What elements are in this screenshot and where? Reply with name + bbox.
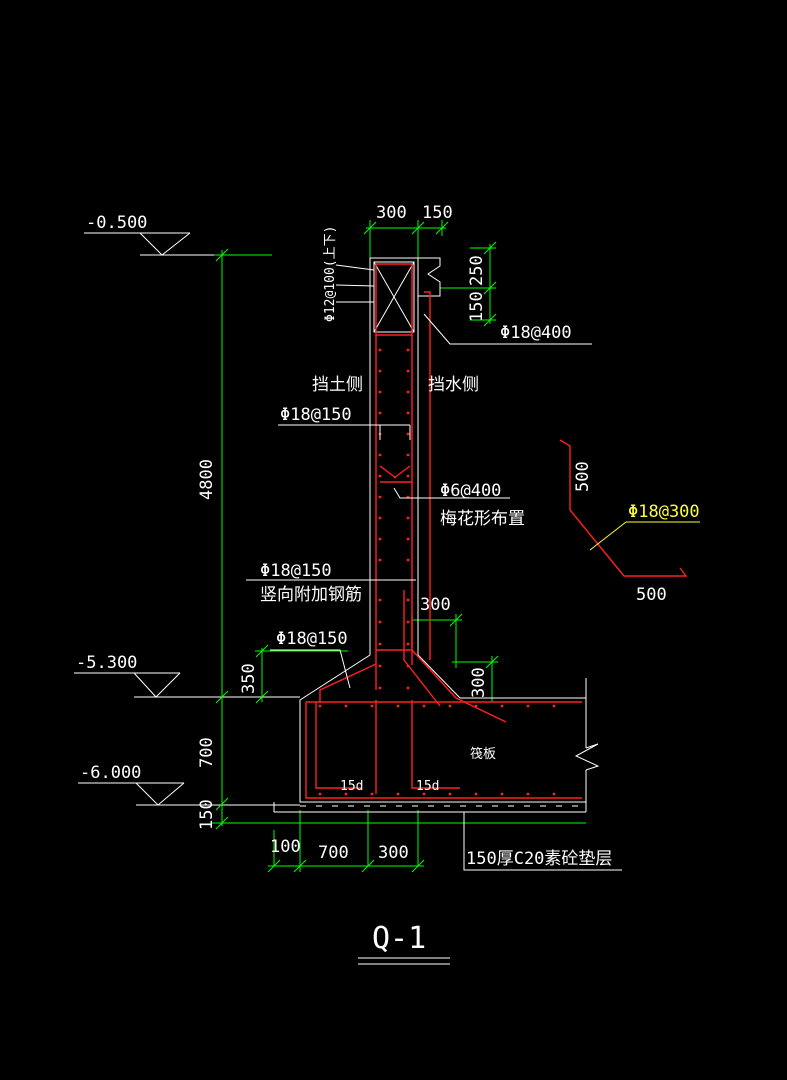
elevation-label-bottom: -6.000 <box>80 763 141 783</box>
rebar-dot <box>396 704 400 708</box>
label-raft: 筏板 <box>470 746 496 762</box>
label-cushion-note: 150厚C20素砼垫层 <box>466 849 612 869</box>
rebar-dot <box>378 620 382 624</box>
label-tie-note: 梅花形布置 <box>440 509 525 529</box>
dim-base-700: 700 <box>197 737 217 768</box>
rebar-lines <box>305 263 582 799</box>
elevation-label-mid: -5.300 <box>76 653 137 673</box>
dim-height-total: 4800 <box>197 459 217 500</box>
rebar-dot <box>406 642 410 646</box>
label-soil-side: 挡土侧 <box>312 375 363 395</box>
rebar-dot <box>378 558 382 562</box>
anchor-15d-right: 15d <box>416 779 439 794</box>
rebar-dot <box>406 598 410 602</box>
rebar-dot <box>406 537 410 541</box>
rebar-dot <box>378 642 382 646</box>
rebar-dot <box>370 792 374 796</box>
rebar-dot <box>422 792 426 796</box>
text-labels: 300 150 250 150 4800 350 700 150 100 700… <box>197 203 700 965</box>
label-water-side: 挡水侧 <box>428 375 479 395</box>
label-base-rebar: Φ18@150 <box>276 629 348 649</box>
label-vertical-note: 竖向附加钢筋 <box>260 585 362 605</box>
rebar-dot <box>318 792 322 796</box>
rebar-dot <box>406 474 410 478</box>
rebar-dot <box>378 474 382 478</box>
wall-outline <box>273 257 600 813</box>
dim-haunch-350: 350 <box>239 663 259 694</box>
label-right-rebar: Φ18@400 <box>500 323 572 343</box>
rebar-dot <box>406 411 410 415</box>
rebar-dot <box>378 453 382 457</box>
rebar-dot <box>406 369 410 373</box>
leader-lines <box>246 264 622 871</box>
dim-haunch-300-h: 300 <box>420 595 451 615</box>
rebar-dot <box>344 792 348 796</box>
dim-haunch-300-v: 300 <box>469 667 489 698</box>
rebar-dot <box>378 348 382 352</box>
rebar-dot <box>318 704 322 708</box>
rebar-dot <box>500 792 504 796</box>
rebar-dot <box>406 558 410 562</box>
rebar-dot <box>378 390 382 394</box>
rebar-dot <box>406 453 410 457</box>
rebar-dot <box>406 620 410 624</box>
rebar-dot <box>422 704 426 708</box>
rebar-dot <box>378 686 382 690</box>
rebar-dot <box>378 369 382 373</box>
rebar-dot <box>378 537 382 541</box>
rebar-dot <box>344 704 348 708</box>
dim-bottom-300: 300 <box>378 843 409 863</box>
rebar-dot <box>406 348 410 352</box>
rebar-dot <box>406 664 410 668</box>
elevation-marker-mid: -5.300 <box>74 653 300 698</box>
elevation-marker-top: -0.500 <box>84 213 270 256</box>
rebar-dot <box>406 432 410 436</box>
dim-bottom-100: 100 <box>270 837 301 857</box>
rebar-dot <box>448 704 452 708</box>
label-tie-rebar: Φ6@400 <box>440 481 501 501</box>
rebar-dot <box>378 495 382 499</box>
dim-top-width-1: 300 <box>376 203 407 223</box>
rebar-dot <box>378 598 382 602</box>
rebar-dot <box>370 704 374 708</box>
label-left-rebar: Φ18@150 <box>280 405 352 425</box>
dim-notch-250: 250 <box>467 255 487 286</box>
rebar-dot <box>552 704 556 708</box>
detail-bent-bar <box>559 439 700 577</box>
elevation-marker-bottom: -6.000 <box>78 763 300 806</box>
label-detail-rebar: Φ18@300 <box>628 502 700 522</box>
rebar-dot <box>406 516 410 520</box>
anchor-15d-left: 15d <box>340 779 363 794</box>
rebar-dot <box>474 792 478 796</box>
dim-detail-500-h: 500 <box>636 585 667 605</box>
rebar-dots <box>318 348 556 796</box>
rebar-dot <box>448 792 452 796</box>
rebar-dot <box>406 686 410 690</box>
rebar-dot <box>406 390 410 394</box>
elevation-label-top: -0.500 <box>86 213 147 233</box>
rebar-dot <box>396 792 400 796</box>
rebar-dot <box>552 792 556 796</box>
dim-bottom-700: 700 <box>318 843 349 863</box>
rebar-dot <box>500 704 504 708</box>
dim-top-width-2: 150 <box>422 203 453 223</box>
rebar-dot <box>378 664 382 668</box>
label-top-rebar: Φ12@100(上下) <box>323 226 338 322</box>
rebar-dot <box>378 516 382 520</box>
rebar-dot <box>474 704 478 708</box>
dim-detail-500-v: 500 <box>573 461 593 492</box>
rebar-dot <box>378 411 382 415</box>
rebar-dot <box>526 704 530 708</box>
label-vertical-rebar: Φ18@150 <box>260 561 332 581</box>
dim-cushion-150: 150 <box>197 799 217 830</box>
drawing-title: Q-1 <box>372 921 426 956</box>
dim-notch-150: 150 <box>467 291 487 322</box>
rebar-dot <box>526 792 530 796</box>
dimension-lines <box>212 220 586 873</box>
